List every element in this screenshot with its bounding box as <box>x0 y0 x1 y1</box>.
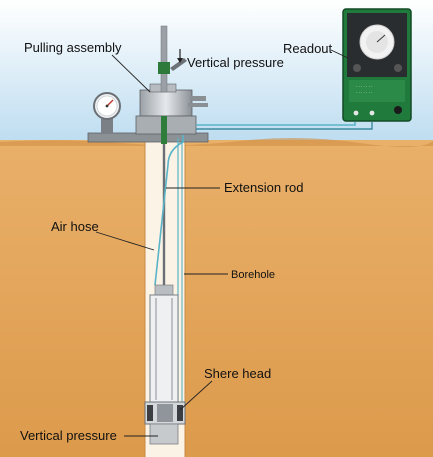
readout-dial-icon <box>359 24 395 60</box>
label-vertical-pressure-top: Vertical pressure <box>187 55 284 70</box>
label-vertical-pressure-bottom: Vertical pressure <box>20 428 117 443</box>
label-readout: Readout <box>283 41 333 56</box>
soil-ground <box>0 140 433 457</box>
arrow-down-icon <box>177 49 183 63</box>
label-borehole: Borehole <box>231 269 275 281</box>
air-hose <box>154 135 184 286</box>
pulling-assembly <box>135 25 208 144</box>
readout-cable <box>196 122 356 126</box>
svg-text:· · · · · · ·: · · · · · · · <box>356 84 373 89</box>
svg-text:· · · · · · ·: · · · · · · · <box>356 90 373 95</box>
label-pulling-assembly: Pulling assembly <box>24 40 122 55</box>
leader-readout <box>330 49 349 59</box>
ground-surface-line <box>0 137 433 148</box>
pressure-gauge-icon <box>93 92 121 134</box>
label-shere-head: Shere head <box>204 366 271 381</box>
leader-shere-head <box>179 380 213 411</box>
leader-air-hose <box>95 231 155 251</box>
readout-cable-2 <box>196 122 373 130</box>
readout-unit: · · · · · · · · · · · · · · <box>342 8 412 122</box>
leader-pulling-assembly <box>111 54 151 93</box>
shear-head-assembly <box>144 284 186 445</box>
label-extension-rod: Extension rod <box>224 180 304 195</box>
label-air-hose: Air hose <box>51 219 99 234</box>
